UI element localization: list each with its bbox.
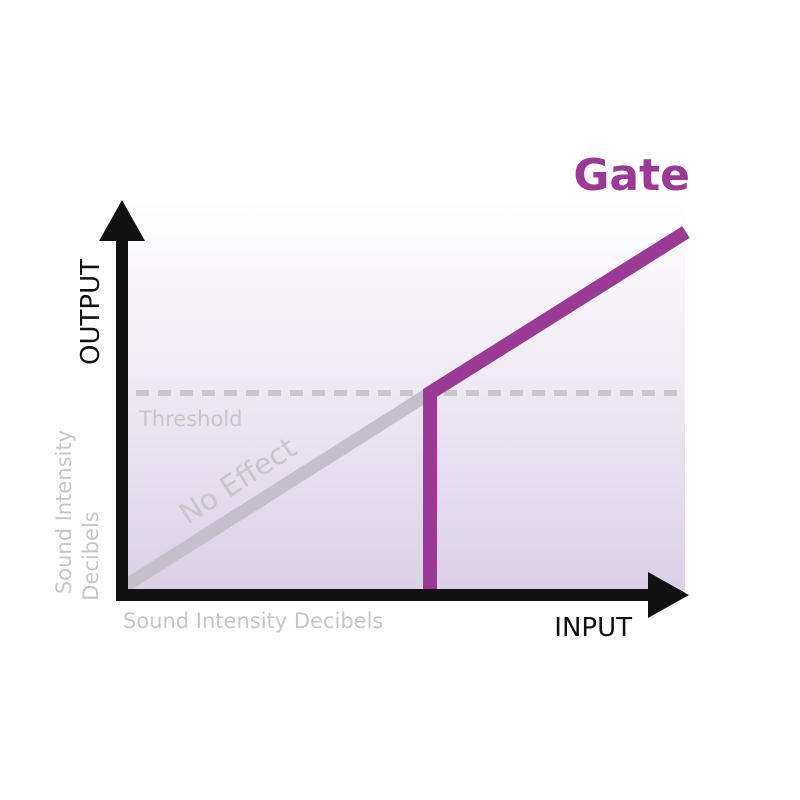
threshold-label: Threshold [138,407,243,431]
x-axis-arrowhead [648,572,689,618]
no-effect-line [118,387,434,594]
x-axis-subtitle: Sound Intensity Decibels [123,609,383,633]
y-axis-subtitle-line-1: Sound Intensity [52,430,76,594]
y-axis-arrowhead [99,200,145,241]
diagram-title: Gate [573,150,690,201]
x-axis-title: INPUT [554,613,632,643]
y-axis-subtitle-line-2: Decibels [79,511,103,601]
gate-curve [423,226,690,590]
y-axis-title: OUTPUT [76,259,106,365]
